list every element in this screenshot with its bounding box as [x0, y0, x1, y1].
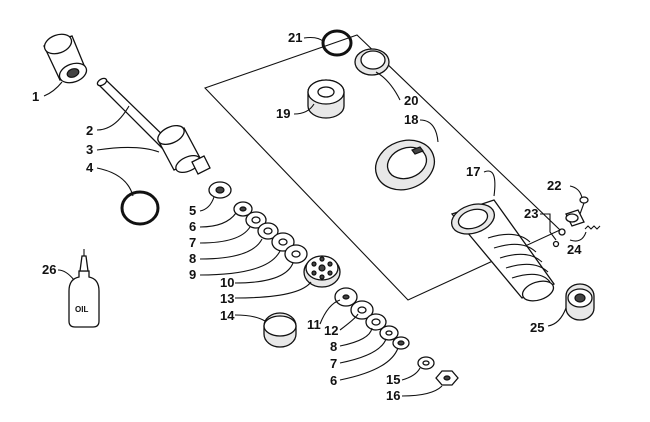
- lower-shim-stack: [334, 287, 410, 350]
- callout-26: 26: [42, 262, 56, 277]
- part-5-washer: [208, 181, 232, 199]
- callout-6b: 6: [330, 373, 337, 388]
- callout-labels: 1 2 3 4 5 6 7 8 9 10 13 14 11 12 8 7 6 1…: [32, 30, 582, 403]
- callout-5: 5: [189, 203, 196, 218]
- part-13-piston: [303, 255, 341, 288]
- part-23-valve: [552, 209, 585, 248]
- callout-8: 8: [189, 251, 196, 266]
- callout-18: 18: [404, 112, 418, 127]
- part-24-spring: [584, 225, 601, 230]
- callout-12: 12: [324, 323, 338, 338]
- callout-17: 17: [466, 164, 480, 179]
- part-3-seal-head: [157, 124, 211, 175]
- part-17-shock-body: [450, 199, 555, 302]
- part-21-o-ring: [321, 29, 353, 57]
- leader-lines: [43, 36, 587, 397]
- callout-14: 14: [220, 308, 235, 323]
- callout-25: 25: [530, 320, 544, 335]
- callout-19: 19: [276, 106, 290, 121]
- oil-bottle-illustration: OIL: [68, 249, 100, 328]
- callout-13: 13: [220, 291, 234, 306]
- part-1-top-eyelet: [43, 33, 88, 84]
- part-14-piston-band: [263, 312, 297, 348]
- callout-9: 9: [189, 267, 196, 282]
- callout-21: 21: [288, 30, 302, 45]
- callout-4: 4: [86, 160, 94, 175]
- callout-24: 24: [567, 242, 582, 257]
- part-2-piston-rod: [96, 77, 173, 151]
- part-25-bottom-eyelet: [565, 283, 595, 321]
- callout-15: 15: [386, 372, 400, 387]
- part-18-spring-retainer: [374, 139, 436, 191]
- callout-22: 22: [547, 178, 561, 193]
- part-22-screw: [579, 196, 589, 215]
- callout-10: 10: [220, 275, 234, 290]
- callout-2: 2: [86, 123, 93, 138]
- part-15-washer: [417, 356, 435, 370]
- upper-shim-stack: [233, 201, 308, 264]
- bottle-oil-label: OIL: [75, 305, 88, 314]
- part-4-o-ring: [120, 190, 160, 226]
- callout-3: 3: [86, 142, 93, 157]
- callout-11: 11: [307, 317, 321, 332]
- callout-20: 20: [404, 93, 418, 108]
- callout-7b: 7: [330, 356, 337, 371]
- callout-8b: 8: [330, 339, 337, 354]
- part-19-reservoir-cap: [307, 79, 345, 119]
- callout-6: 6: [189, 219, 196, 234]
- callout-23: 23: [524, 206, 538, 221]
- part-16-nut: [435, 370, 459, 386]
- callout-7: 7: [189, 235, 196, 250]
- callout-16: 16: [386, 388, 400, 403]
- callout-1: 1: [32, 89, 39, 104]
- part-20-ring: [354, 48, 390, 76]
